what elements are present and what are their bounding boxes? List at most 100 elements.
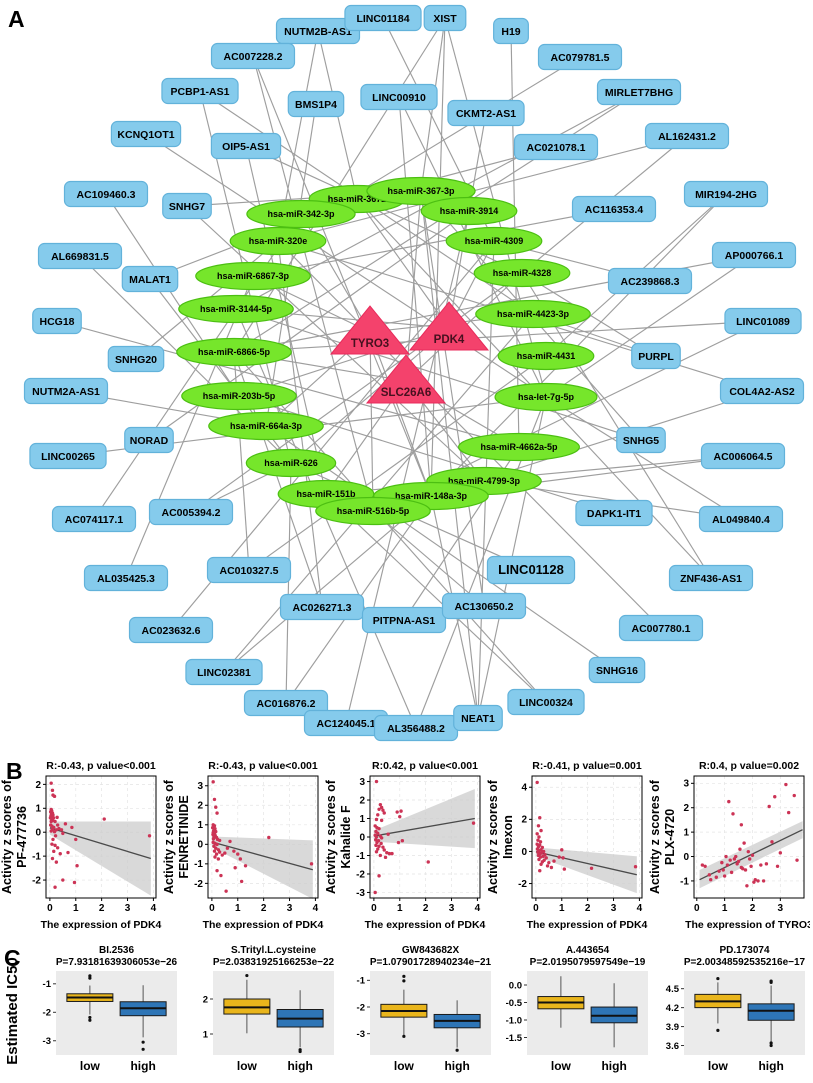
lncrna-box bbox=[148, 498, 234, 526]
scatter-point bbox=[239, 879, 244, 884]
lncrna-label: CKMT2-AS1 bbox=[456, 108, 516, 120]
scatter-point bbox=[707, 873, 712, 877]
scatter-point bbox=[722, 874, 727, 878]
scatter-point bbox=[792, 793, 796, 798]
y-tick-label: 2 bbox=[683, 803, 689, 814]
mirna-ellipse bbox=[246, 199, 356, 229]
scatter-point bbox=[390, 851, 394, 856]
y-tick-label: -3 bbox=[357, 1029, 365, 1040]
y-tick-label: 4.5 bbox=[666, 984, 680, 995]
scatter-point bbox=[400, 838, 405, 843]
lncrna-node-pitpna-as1: PITPNA-AS1 bbox=[361, 606, 447, 634]
lncrna-label: AC124045.1 bbox=[317, 718, 376, 730]
lncrna-node-ac023632-6: AC023632.6 bbox=[128, 616, 214, 644]
mirna-label: hsa-miR-3144-5p bbox=[200, 304, 273, 314]
scatter-point bbox=[770, 840, 774, 844]
outlier-point bbox=[141, 1047, 145, 1051]
scatter-point bbox=[541, 854, 545, 858]
lncrna-label: NEAT1 bbox=[461, 713, 495, 725]
scatter-point bbox=[243, 864, 248, 868]
lncrna-node-linc01089: LINC01089 bbox=[724, 307, 802, 335]
y-tick-label: 3 bbox=[359, 777, 365, 788]
x-tick-label: 1 bbox=[73, 903, 79, 914]
y-tick-label: 0 bbox=[521, 847, 527, 858]
scatter-point bbox=[720, 860, 724, 865]
scatter-point bbox=[378, 853, 383, 858]
lncrna-box bbox=[700, 442, 786, 470]
scatter-point bbox=[215, 811, 219, 815]
lncrna-box bbox=[128, 616, 214, 644]
scatter-point bbox=[767, 804, 771, 809]
scatter-point bbox=[214, 846, 218, 850]
scatter-point bbox=[74, 837, 78, 842]
y-tick-label: 1 bbox=[203, 1029, 209, 1040]
lncrna-node-ac239868-3: AC239868.3 bbox=[607, 267, 693, 295]
lncrna-box bbox=[206, 556, 292, 584]
group-label-low: low bbox=[394, 1059, 415, 1073]
scatter-point bbox=[538, 869, 542, 873]
scatter-point bbox=[731, 812, 735, 816]
group-label-high: high bbox=[444, 1059, 469, 1073]
lncrna-node-ac007228-2: AC007228.2 bbox=[210, 42, 296, 70]
plot-title: R:-0.43, p value<0.001 bbox=[208, 760, 318, 772]
lncrna-node-hcg18: HCG18 bbox=[32, 307, 82, 335]
x-tick-label: 4 bbox=[313, 903, 319, 914]
scatter-point bbox=[383, 855, 388, 860]
y-axis-label-prefix: Activity z scores of bbox=[162, 779, 176, 894]
scatter-point bbox=[539, 862, 543, 866]
scatter-point bbox=[756, 879, 760, 883]
mirna-label: hsa-miR-320e bbox=[249, 236, 308, 246]
mirna-label: hsa-miR-367-3p bbox=[387, 186, 455, 196]
lncrna-label: AC021078.1 bbox=[527, 142, 586, 154]
lncrna-label: H19 bbox=[501, 26, 520, 38]
scatter-point bbox=[714, 875, 718, 879]
outlier-point bbox=[769, 979, 773, 983]
lncrna-label: AC074117.1 bbox=[65, 514, 124, 526]
scatter-point bbox=[376, 831, 380, 836]
scatter-point bbox=[215, 842, 219, 847]
lncrna-box bbox=[287, 90, 345, 118]
scatter-point bbox=[379, 818, 384, 823]
network-edge bbox=[398, 96, 432, 497]
y-tick-label: 1 bbox=[197, 820, 203, 831]
outlier-point bbox=[245, 973, 249, 978]
scatter-point bbox=[52, 849, 56, 854]
scatter-point bbox=[727, 799, 731, 804]
scatter-point bbox=[728, 858, 732, 862]
lncrna-box bbox=[719, 377, 805, 405]
mirna-node-hsa-mir-367-3p: hsa-miR-367-3p bbox=[366, 176, 476, 206]
scatter-point bbox=[214, 852, 219, 856]
lncrna-box bbox=[23, 377, 109, 405]
boxplot-title: BI.2536 bbox=[99, 945, 134, 956]
mirna-label: hsa-miR-342-3p bbox=[267, 209, 335, 219]
gene-triangle bbox=[365, 354, 447, 404]
scatter-point bbox=[212, 849, 217, 853]
boxplot-title: S.Trityl.L.cysteine bbox=[231, 945, 316, 956]
scatter-point bbox=[382, 848, 386, 852]
lncrna-label: LINC01184 bbox=[356, 13, 409, 25]
scatter-point bbox=[377, 844, 381, 848]
mirna-label: hsa-miR-664a-3p bbox=[230, 421, 303, 431]
network-edge bbox=[277, 240, 662, 629]
mirna-label: hsa-miR-6867-3p bbox=[217, 271, 290, 281]
lncrna-node-purpl: PURPL bbox=[631, 342, 681, 370]
panel-a-label: A bbox=[8, 6, 25, 32]
lncrna-node-linc00324: LINC00324 bbox=[507, 688, 585, 716]
panel-b-label: B bbox=[6, 758, 23, 784]
boxplot-pvalue: P=2.03831925166253e−22 bbox=[213, 957, 335, 968]
scatter-point bbox=[374, 835, 379, 839]
lncrna-label: AC007780.1 bbox=[632, 623, 691, 635]
lncrna-box bbox=[644, 122, 730, 150]
lncrna-node-mirlet7bhg: MIRLET7BHG bbox=[596, 78, 682, 106]
lncrna-box bbox=[110, 120, 182, 148]
lncrna-box bbox=[724, 307, 802, 335]
mirna-node-hsa-mir-4431: hsa-miR-4431 bbox=[497, 341, 595, 371]
network-edge bbox=[277, 135, 688, 242]
mirna-ellipse bbox=[458, 432, 581, 462]
lncrna-label: SNHG7 bbox=[169, 201, 205, 213]
outlier-point bbox=[716, 1028, 720, 1032]
